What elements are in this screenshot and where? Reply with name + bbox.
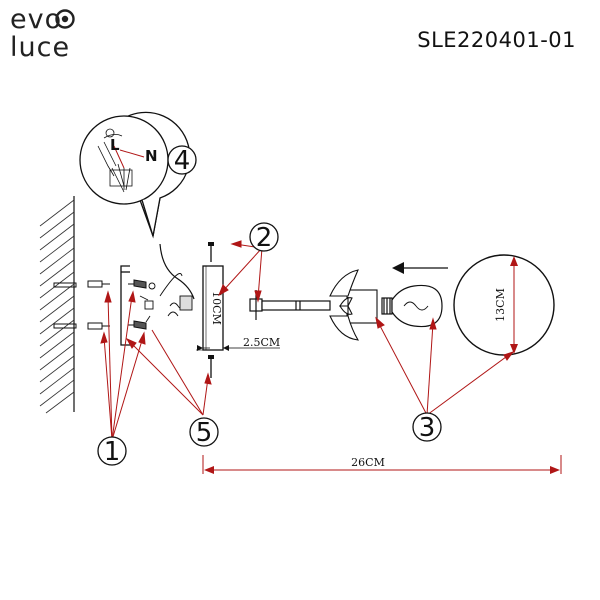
lamp-arm bbox=[249, 290, 331, 320]
shade-dimension bbox=[510, 256, 518, 354]
callout-4: 4 bbox=[167, 145, 197, 176]
callout-2-number: 2 bbox=[256, 223, 273, 253]
lamp-holder bbox=[329, 269, 378, 341]
wall-plate bbox=[196, 242, 224, 378]
callout-leaders bbox=[100, 240, 515, 441]
supply-cable bbox=[159, 243, 195, 300]
live-wire-label: L bbox=[110, 136, 120, 154]
overall-dimension-label: 26CM bbox=[351, 456, 385, 469]
callout-5-number: 5 bbox=[196, 418, 213, 448]
callout-2: 2 bbox=[249, 222, 279, 253]
wall bbox=[39, 196, 75, 414]
brand-logo: evo luce bbox=[10, 6, 70, 62]
terminal-hardware bbox=[139, 273, 193, 323]
light-bulb bbox=[381, 284, 443, 328]
assembly-direction-arrow bbox=[392, 262, 448, 274]
neutral-wire-label: N bbox=[145, 147, 158, 165]
model-code: SLE220401-01 bbox=[417, 28, 576, 52]
callout-3: 3 bbox=[412, 412, 442, 443]
depth-dimension-label: 2.5CM bbox=[243, 336, 280, 349]
height-dimension-label: 10CM bbox=[210, 291, 223, 325]
shade-dimension-label: 13CM bbox=[494, 288, 507, 322]
callout-4-number: 4 bbox=[174, 146, 191, 176]
callout-1: 1 bbox=[97, 436, 127, 467]
wiring-detail-bubble bbox=[79, 111, 191, 239]
depth-dimension bbox=[197, 345, 280, 351]
wall-anchors bbox=[53, 282, 77, 329]
callout-1-number: 1 bbox=[104, 437, 121, 467]
callout-3-number: 3 bbox=[419, 413, 436, 443]
brand-circle-icon bbox=[55, 9, 75, 29]
mounting-screws bbox=[87, 279, 147, 330]
callout-5: 5 bbox=[189, 417, 219, 448]
overall-dimension bbox=[202, 455, 562, 474]
mounting-bracket bbox=[120, 265, 130, 346]
brand-line-1: evo bbox=[10, 4, 63, 35]
brand-line-2: luce bbox=[10, 32, 71, 63]
